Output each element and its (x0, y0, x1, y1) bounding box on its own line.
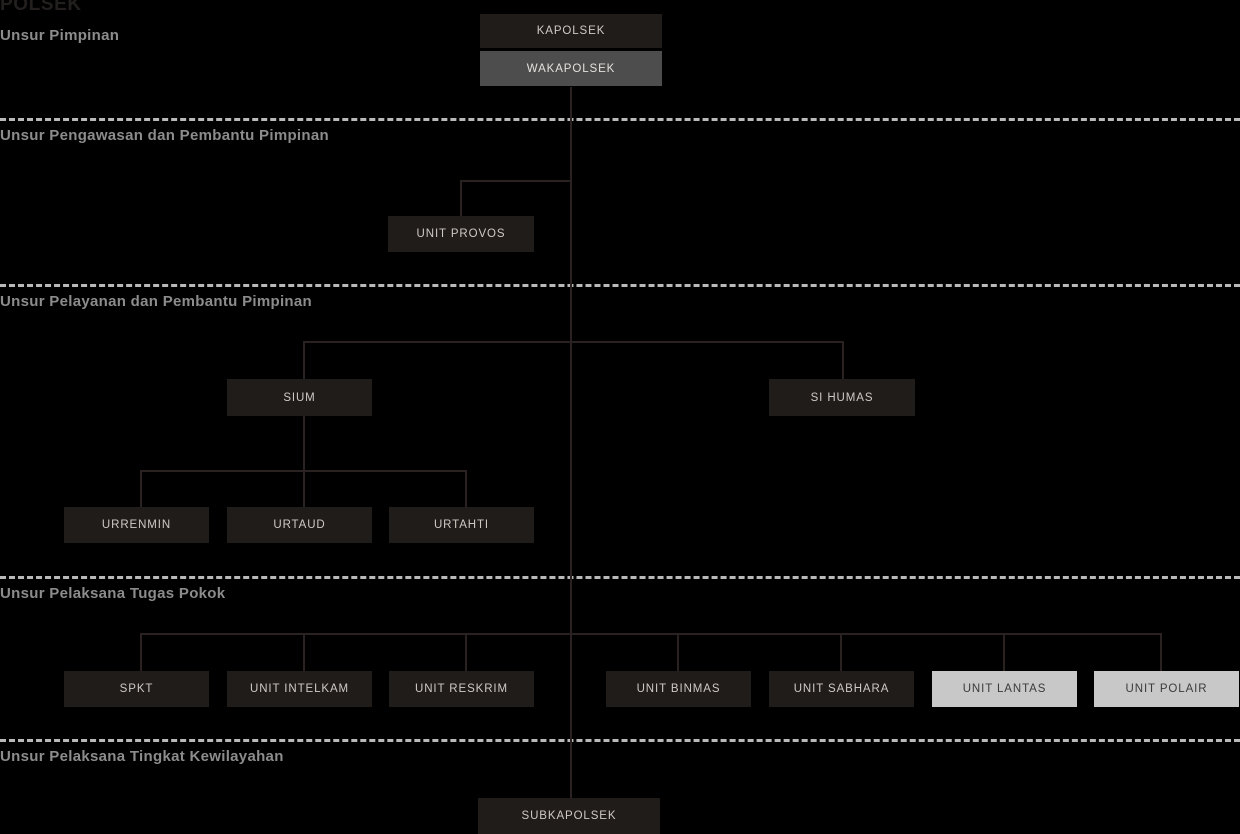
connector-sium-drop (303, 341, 305, 379)
node-unit-reskrim[interactable]: UNIT RESKRIM (389, 671, 534, 707)
node-subkapolsek[interactable]: SUBKAPOLSEK (478, 798, 660, 834)
node-urtahti[interactable]: URTAHTI (389, 507, 534, 543)
section-label-pimpinan: Unsur Pimpinan (0, 27, 120, 44)
section-divider-2 (0, 284, 1240, 287)
connector-sabhara-drop (840, 633, 842, 671)
section-divider-4 (0, 739, 1240, 742)
connector-provos-vertical (460, 180, 462, 216)
node-urrenmin[interactable]: URRENMIN (64, 507, 209, 543)
connector-urtaud-drop (303, 470, 305, 507)
node-sium[interactable]: SIUM (227, 379, 372, 416)
node-si-humas[interactable]: SI HUMAS (769, 379, 915, 416)
section-label-tugaspokok: Unsur Pelaksana Tugas Pokok (0, 585, 226, 602)
section-label-kewilayahan: Unsur Pelaksana Tingkat Kewilayahan (0, 748, 284, 765)
connector-provos-horizontal (460, 180, 571, 182)
connector-urtahti-drop (465, 470, 467, 507)
connector-pelayanan-bar (303, 341, 844, 343)
connector-binmas-drop (677, 633, 679, 671)
node-spkt[interactable]: SPKT (64, 671, 209, 707)
connector-reskrim-drop (465, 633, 467, 671)
connector-polair-drop (1160, 633, 1162, 671)
connector-tugaspokok-bar (140, 633, 1161, 635)
node-unit-lantas[interactable]: UNIT LANTAS (932, 671, 1077, 707)
page-title: POLSEK (0, 0, 82, 15)
connector-sihumas-drop (842, 341, 844, 379)
node-unit-polair[interactable]: UNIT POLAIR (1094, 671, 1239, 707)
node-unit-sabhara[interactable]: UNIT SABHARA (769, 671, 914, 707)
section-divider-1 (0, 118, 1240, 121)
connector-urrenmin-drop (140, 470, 142, 507)
node-unit-intelkam[interactable]: UNIT INTELKAM (227, 671, 372, 707)
node-wakapolsek[interactable]: WAKAPOLSEK (480, 51, 662, 86)
node-unit-binmas[interactable]: UNIT BINMAS (606, 671, 751, 707)
node-kapolsek[interactable]: KAPOLSEK (480, 14, 662, 48)
node-unit-provos[interactable]: UNIT PROVOS (388, 216, 534, 252)
connector-intelkam-drop (303, 633, 305, 671)
connector-sium-stem (303, 415, 305, 471)
section-divider-3 (0, 576, 1240, 579)
trunk-line-main (570, 87, 572, 799)
node-urtaud[interactable]: URTAUD (227, 507, 372, 543)
connector-spkt-drop (140, 633, 142, 671)
connector-lantas-drop (1003, 633, 1005, 671)
section-label-pelayanan: Unsur Pelayanan dan Pembantu Pimpinan (0, 293, 313, 310)
section-label-pengawasan: Unsur Pengawasan dan Pembantu Pimpinan (0, 127, 329, 144)
